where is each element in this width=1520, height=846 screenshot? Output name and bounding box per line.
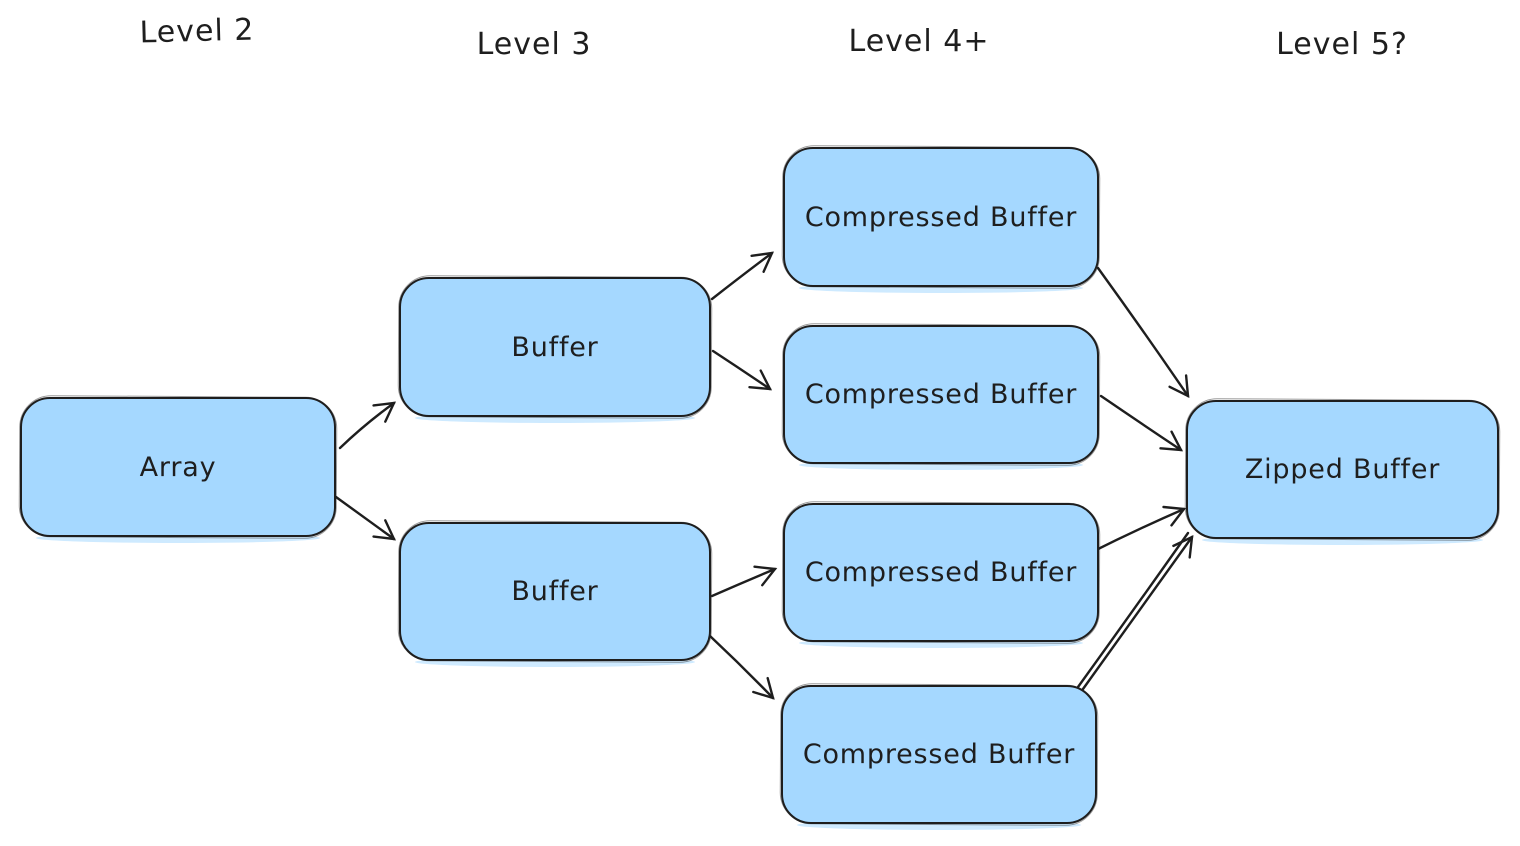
column-header-level-2: Level 2	[139, 12, 255, 51]
node-zipped-buffer-label: Zipped Buffer	[1244, 454, 1441, 485]
node-buffer-bottom-label: Buffer	[511, 576, 599, 607]
edge-buffer-bottom-to-cb3	[710, 565, 778, 598]
column-header-level-4: Level 4+	[848, 24, 990, 59]
node-buffer-bottom: Buffer	[399, 522, 711, 667]
edge-buffer-bottom-to-cb4	[708, 634, 775, 700]
node-buffer-top-label: Buffer	[511, 331, 599, 363]
node-compressed-buffer-3-label: Compressed Buffer	[804, 557, 1078, 588]
column-header-level-5: Level 5?	[1276, 27, 1408, 62]
edge-cb1-to-zipped	[1096, 266, 1190, 399]
edge-cb4-to-zipped	[1081, 534, 1194, 691]
edge-buffer-top-to-cb2	[711, 349, 773, 391]
edge-cb3-to-zipped	[1088, 505, 1187, 555]
node-array-label: Array	[139, 451, 217, 483]
node-compressed-buffer-1-label: Compressed Buffer	[804, 201, 1078, 233]
node-zipped-buffer: Zipped Buffer	[1186, 400, 1499, 545]
node-compressed-buffer-4-label: Compressed Buffer	[802, 739, 1076, 770]
node-compressed-buffer-4: Compressed Buffer	[781, 685, 1097, 830]
edge-cb2-to-zipped	[1099, 394, 1184, 452]
node-compressed-buffer-1: Compressed Buffer	[783, 147, 1099, 293]
edge-buffer-top-to-cb1	[710, 251, 774, 301]
node-compressed-buffer-3: Compressed Buffer	[783, 503, 1099, 648]
node-buffer-top: Buffer	[399, 277, 711, 423]
column-header-level-3: Level 3	[476, 27, 592, 62]
edge-array-to-buffer-top	[338, 401, 397, 450]
node-compressed-buffer-2-label: Compressed Buffer	[804, 379, 1078, 410]
edge-array-to-buffer-bottom	[334, 495, 397, 541]
node-compressed-buffer-2: Compressed Buffer	[783, 325, 1099, 470]
node-array: Array	[20, 397, 336, 543]
